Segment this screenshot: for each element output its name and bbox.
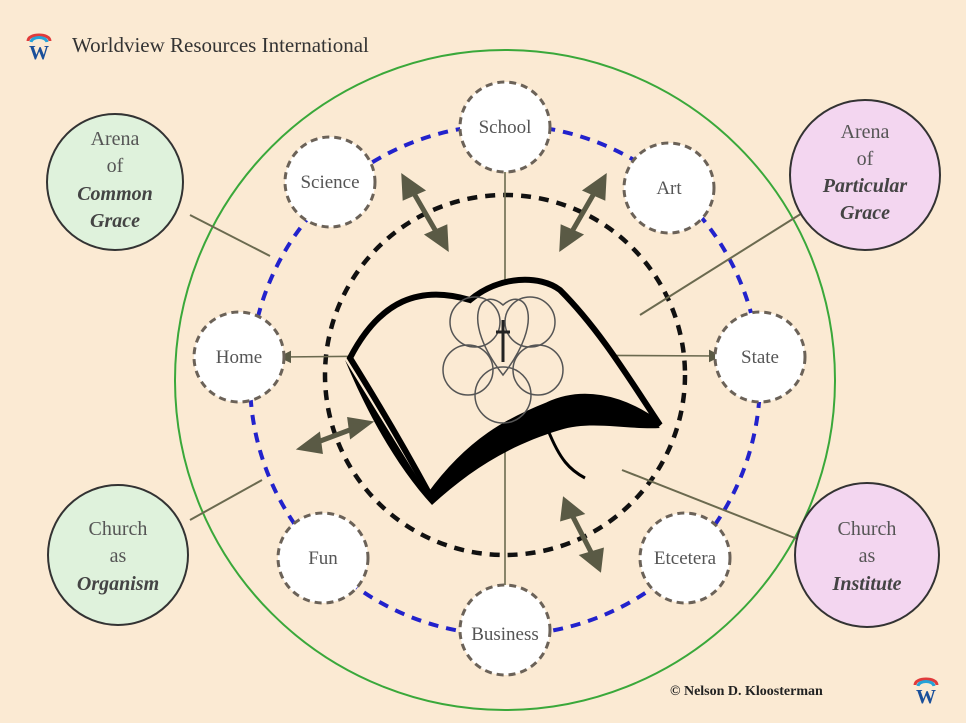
node-label: Home [216, 347, 262, 368]
label-line: as [110, 545, 127, 567]
node-science: Science [283, 135, 377, 229]
label-bold-line: Grace [90, 210, 140, 232]
bible-icon [345, 276, 663, 505]
node-art: Art [622, 141, 716, 235]
double-arrow-icon [295, 416, 375, 455]
worldview-logo-icon: W [913, 677, 939, 706]
circle-particular-grace: Arena of Particular Grace [789, 99, 941, 251]
double-arrow-icon [559, 172, 607, 253]
node-school: School [458, 80, 552, 174]
svg-text:W: W [29, 42, 49, 62]
label-bold-line: Common [77, 183, 153, 205]
circle-organism: Church as Organism [47, 484, 189, 626]
label-line: Arena [91, 128, 140, 150]
circle-common-grace: Arena of Common Grace [46, 113, 184, 251]
copyright: © Nelson D. Kloosterman [670, 684, 823, 699]
svg-text:W: W [916, 686, 936, 706]
label-bold-line: Particular [822, 175, 908, 197]
label-line: as [859, 545, 876, 567]
node-fun: Fun [276, 511, 370, 605]
node-label: State [741, 347, 779, 368]
connector-organism [189, 479, 263, 521]
connector-common-grace [189, 214, 271, 257]
label-line: Church [838, 518, 897, 540]
node-business: Business [458, 583, 552, 677]
connector-particular-grace [639, 204, 816, 316]
node-label: Business [471, 624, 539, 645]
node-state: State [713, 310, 807, 404]
node-label: School [479, 117, 532, 138]
page-title: Worldview Resources International [72, 32, 369, 57]
label-bold-line: Institute [832, 573, 902, 595]
label-bold-line: Grace [840, 202, 890, 224]
node-label: Etcetera [654, 548, 717, 569]
label-bold-line: Organism [77, 573, 159, 595]
circle-institute: Church as Institute [794, 482, 940, 628]
header: W Worldview Resources International [24, 28, 369, 62]
label-line: Arena [841, 121, 890, 143]
label-line: of [107, 155, 124, 177]
double-arrow-icon [560, 496, 604, 573]
node-etcetera: Etcetera [638, 511, 732, 605]
double-arrow-icon [401, 172, 449, 253]
node-home: Home [192, 310, 286, 404]
node-label: Art [656, 178, 682, 199]
node-label: Fun [308, 548, 338, 569]
luther-rose-icon [442, 296, 564, 424]
connector-institute [621, 469, 801, 541]
outer-ring [174, 49, 836, 711]
label-line: Church [89, 518, 148, 540]
worldview-logo-icon: W [26, 33, 52, 62]
label-line: of [857, 148, 874, 170]
node-label: Science [300, 172, 359, 193]
